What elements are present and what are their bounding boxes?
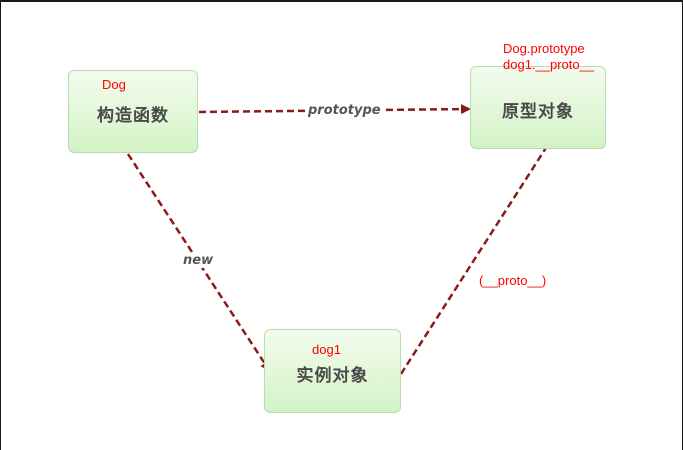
edge-label-prototype: prototype <box>306 103 383 118</box>
prototype-annotation-line-2: dog1.__proto__ <box>503 57 595 72</box>
instance-label: 实例对象 <box>296 365 369 386</box>
constructor-node: 构造函数 <box>68 70 198 153</box>
instance-annotation: dog1 <box>312 342 341 357</box>
arrow-proto <box>399 138 553 375</box>
arrow-new <box>126 153 271 372</box>
edge-label-proto: (__proto__) <box>479 273 547 288</box>
instance-node: 实例对象 <box>264 329 401 413</box>
constructor-annotation: Dog <box>102 77 126 92</box>
prototype-object-node: 原型对象 <box>470 66 606 149</box>
prototype-object-label: 原型对象 <box>502 102 574 122</box>
edge-label-new: new <box>181 253 216 268</box>
constructor-label: 构造函数 <box>97 106 169 126</box>
prototype-annotation-line-1: Dog.prototype <box>503 41 585 56</box>
